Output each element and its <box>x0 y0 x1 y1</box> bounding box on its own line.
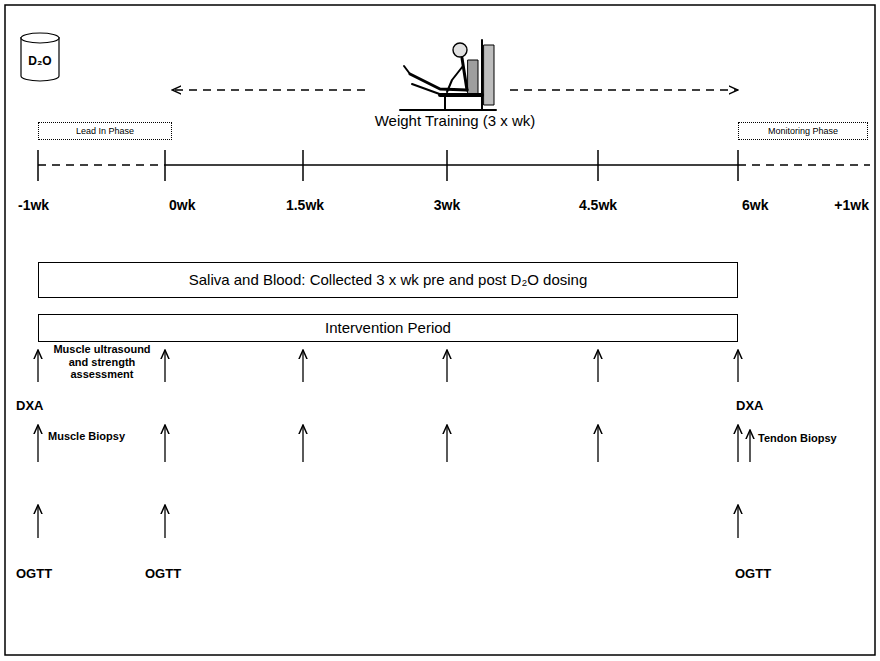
timepoint-arrow <box>37 350 38 382</box>
box-text: Lead In Phase <box>76 126 134 137</box>
measure-label: Muscle ultrasound and strength assessmen… <box>50 343 154 381</box>
timepoint-arrow <box>37 425 38 462</box>
weight-stack <box>484 45 494 105</box>
person-foot <box>404 66 410 74</box>
machine-base <box>400 109 496 111</box>
measure-label: OGTT <box>735 566 771 582</box>
d2o-container: D₂O <box>20 32 60 82</box>
person-leg <box>410 74 467 90</box>
time-label: +1wk <box>834 197 869 214</box>
box-text: Saliva and Blood: Collected 3 x wk pre a… <box>189 271 588 289</box>
box-text: D₂O <box>28 54 51 68</box>
timepoint-arrow <box>302 425 303 462</box>
timepoint-arrow <box>737 350 738 382</box>
timeline-tick <box>737 150 739 181</box>
timeline-monitoring <box>738 164 870 166</box>
timepoint-arrow <box>597 425 598 462</box>
timepoint-arrow <box>302 350 303 382</box>
measure-label: OGTT <box>16 566 52 582</box>
timepoint-arrow <box>597 350 598 382</box>
time-label: 4.5wk <box>579 197 617 214</box>
person-head <box>453 43 467 57</box>
timeline-tick <box>302 150 304 181</box>
measure-label: DXA <box>736 398 763 414</box>
box-text: Intervention Period <box>325 319 451 337</box>
timepoint-arrow <box>446 425 447 462</box>
phase-caption: Weight Training (3 x wk) <box>375 112 536 130</box>
sampling-box: Saliva and Blood: Collected 3 x wk pre a… <box>38 262 738 298</box>
span-arrow <box>172 89 365 90</box>
phase-box: Lead In Phase <box>38 122 172 140</box>
timeline-tick <box>446 150 448 181</box>
timepoint-arrow <box>164 350 165 382</box>
time-label: -1wk <box>18 197 49 214</box>
time-label: 0wk <box>169 197 195 214</box>
phase-box: Monitoring Phase <box>738 122 868 140</box>
measure-label: Muscle Biopsy <box>48 430 125 443</box>
timepoint-arrow <box>164 425 165 462</box>
time-label: 3wk <box>434 197 460 214</box>
seat-back <box>468 60 478 94</box>
timeline-tick <box>164 150 166 181</box>
box-text: Monitoring Phase <box>768 126 838 137</box>
seat-leg <box>444 95 446 110</box>
time-label: 6wk <box>742 197 768 214</box>
timepoint-arrow <box>446 350 447 382</box>
timepoint-arrow <box>737 505 738 538</box>
measure-label: DXA <box>16 398 43 414</box>
timeline-tick <box>37 150 39 181</box>
machine-post <box>481 40 483 110</box>
figure-frame <box>5 5 875 655</box>
span-arrow <box>510 89 738 90</box>
period-box: Intervention Period <box>38 314 738 342</box>
timepoint-arrow <box>164 505 165 538</box>
timeline-tick <box>597 150 599 181</box>
time-label: 1.5wk <box>286 197 324 214</box>
cylinder-top <box>21 33 59 43</box>
person-torso <box>462 58 467 90</box>
timepoint-arrow <box>37 505 38 538</box>
exercise-illustration <box>400 40 496 110</box>
timeline-lead-in <box>38 164 165 166</box>
timeline-axis <box>165 164 738 166</box>
measure-label: Tendon Biopsy <box>758 432 837 445</box>
seat <box>440 93 482 97</box>
measure-label: OGTT <box>145 566 181 582</box>
timepoint-arrow <box>749 430 750 462</box>
timepoint-arrow <box>737 425 738 462</box>
